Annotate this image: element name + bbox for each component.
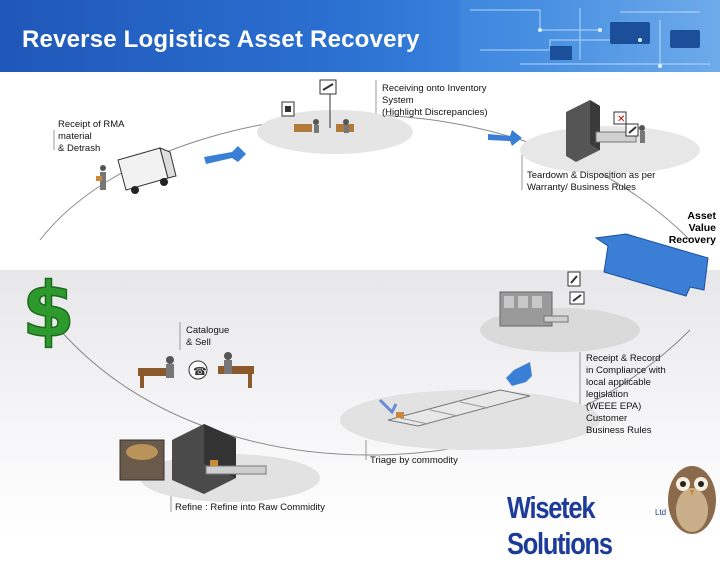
circuit-board-image bbox=[460, 0, 720, 72]
asset-value-label: Asset Value Recovery bbox=[668, 210, 716, 246]
receipt-record-label: Receipt & Record in Compliance with loca… bbox=[586, 353, 666, 436]
delivery-van-icon bbox=[117, 147, 177, 194]
svg-text:✕: ✕ bbox=[617, 114, 625, 125]
compliance-station-icon bbox=[499, 271, 585, 327]
platform-triage bbox=[340, 390, 600, 450]
teardown-label: Teardown & Disposition as per Warranty/ … bbox=[527, 170, 656, 193]
teardown-station-icon: ✕ bbox=[566, 100, 645, 162]
platform-receiving bbox=[257, 110, 413, 154]
triage-label: Triage by commodity bbox=[370, 455, 458, 466]
flow-arrow-1 bbox=[204, 146, 246, 164]
refine-machine-icon bbox=[119, 424, 267, 494]
dollar-sign-icon: $ bbox=[21, 264, 75, 355]
logo-suffix: Ltd bbox=[655, 508, 667, 517]
flow-circle-bottom bbox=[59, 329, 691, 456]
flow-arrow-2 bbox=[488, 130, 522, 146]
logo-name: Wisetek Solutions bbox=[507, 490, 613, 561]
worker-with-box-icon bbox=[96, 165, 106, 190]
header-banner: Reverse Logistics Asset Recovery bbox=[0, 0, 720, 72]
company-logo: Wisetek Solutions Ltd bbox=[507, 490, 720, 562]
receiving-label: Receiving onto Inventory System (Highlig… bbox=[382, 83, 488, 118]
triage-conveyor-icon bbox=[378, 389, 531, 427]
receiving-station-icon bbox=[281, 79, 354, 133]
svg-text:$: $ bbox=[22, 265, 75, 354]
sales-workers-icon: ☎ bbox=[138, 352, 254, 388]
catalogue-label: Catalogue & Sell bbox=[186, 325, 230, 348]
svg-text:☎: ☎ bbox=[193, 365, 207, 378]
receipt-rma-label: Receipt of RMA material & Detrash bbox=[58, 119, 125, 154]
flow-arrow-3 bbox=[506, 362, 532, 386]
refine-label: Refine : Refine into Raw Commidity bbox=[175, 502, 325, 513]
asset-value-arrow bbox=[594, 233, 709, 297]
owl-mascot-icon bbox=[668, 466, 716, 534]
page-title: Reverse Logistics Asset Recovery bbox=[22, 26, 420, 53]
platform-teardown bbox=[520, 126, 700, 174]
